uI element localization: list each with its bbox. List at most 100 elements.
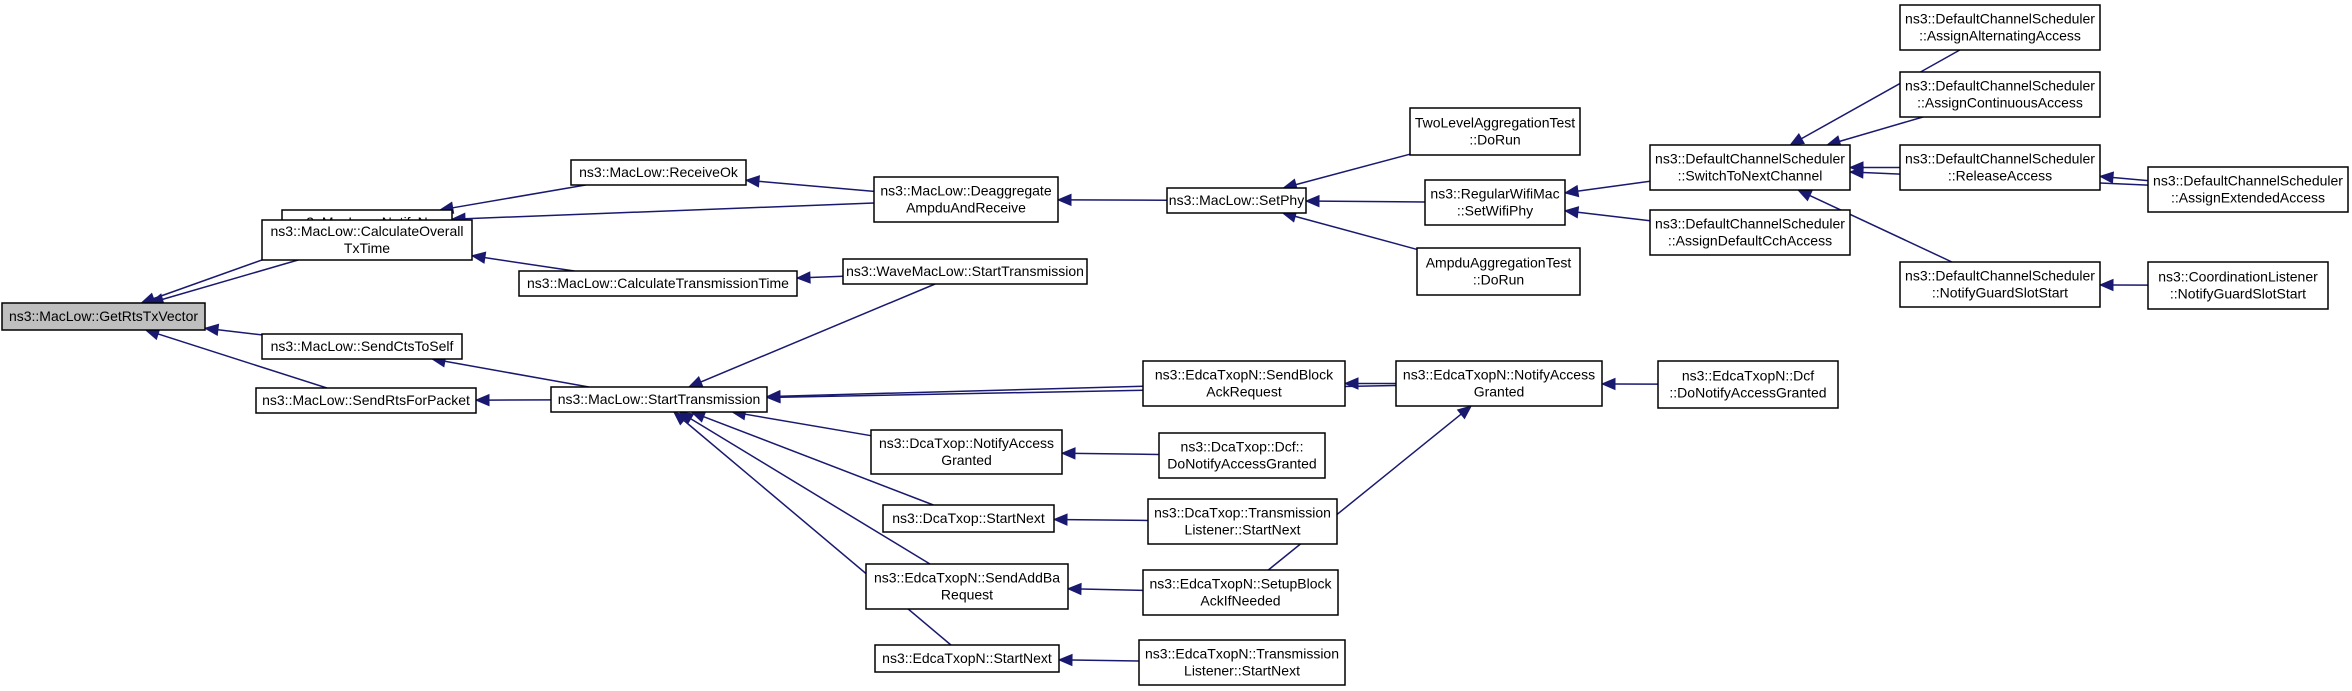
node-label: ns3::DcaTxop::Transmission xyxy=(1154,505,1331,521)
node-box xyxy=(1899,261,2101,308)
node-ns3-defaultchannelscheduler-releaseaccess[interactable]: ns3::DefaultChannelScheduler::ReleaseAcc… xyxy=(1899,144,2101,191)
node-box xyxy=(865,563,1069,610)
node-ns3-defaultchannelscheduler-assigncontinuousaccess[interactable]: ns3::DefaultChannelScheduler::AssignCont… xyxy=(1899,71,2101,118)
edge-line xyxy=(690,418,931,565)
node-ns3-maclow-calculatetransmissiontime[interactable]: ns3::MacLow::CalculateTransmissionTime xyxy=(518,270,798,297)
node-box xyxy=(1142,569,1339,616)
node-label: ns3::DefaultChannelScheduler xyxy=(1905,11,2095,27)
node-label: ::AssignDefaultCchAccess xyxy=(1668,233,1832,249)
node-ns3-wavemaclow-starttransmission[interactable]: ns3::WaveMacLow::StartTransmission xyxy=(842,258,1088,285)
node-twolevelaggregationtest-dorun[interactable]: TwoLevelAggregationTest::DoRun xyxy=(1409,107,1581,156)
edge-n7-to-n2 xyxy=(450,202,875,225)
node-label: ::AssignContinuousAccess xyxy=(1917,95,2083,111)
node-label: ns3::MacLow::Deaggregate xyxy=(880,183,1051,199)
arrowhead-icon xyxy=(1056,193,1072,207)
node-ns3-dcatxop-startnext[interactable]: ns3::DcaTxop::StartNext xyxy=(882,504,1055,533)
edge-n18-to-n15 xyxy=(1825,116,1924,148)
node-ns3-edcatxopn-startnext[interactable]: ns3::EdcaTxopN::StartNext xyxy=(874,644,1060,673)
node-label: Granted xyxy=(1474,384,1525,400)
node-ns3-dcatxop-transmissionlistener-startnext[interactable]: ns3::DcaTxop::TransmissionListener::Star… xyxy=(1147,498,1338,545)
edge-line xyxy=(779,385,1144,397)
edge-line xyxy=(758,180,875,193)
node-label: ns3::DefaultChannelScheduler xyxy=(1905,268,2095,284)
edge-n10-to-n5 xyxy=(474,393,552,407)
node-box xyxy=(1899,144,2101,191)
node-box xyxy=(550,386,768,413)
node-ns3-dcatxop-dcf-donotifyaccessgranted[interactable]: ns3::DcaTxop::Dcf::DoNotifyAccessGranted xyxy=(1158,432,1326,479)
node-box xyxy=(2147,261,2329,310)
node-label: Granted xyxy=(941,452,992,468)
node-box xyxy=(1138,639,1346,686)
arrowhead-icon xyxy=(1796,189,1813,202)
node-label: DoNotifyAccessGranted xyxy=(1167,456,1316,472)
node-box xyxy=(1166,187,1307,214)
node-box xyxy=(882,504,1055,533)
node-label: ns3::DefaultChannelScheduler xyxy=(1905,78,2095,94)
node-label: ns3::MacLow::ReceiveOk xyxy=(579,164,739,180)
node-ns3-defaultchannelscheduler-assignalternatingaccess[interactable]: ns3::DefaultChannelScheduler::AssignAlte… xyxy=(1899,4,2101,51)
node-label: ::NotifyGuardSlotStart xyxy=(2170,286,2306,302)
edge-line xyxy=(484,256,575,272)
node-label: ns3::DefaultChannelScheduler xyxy=(2153,173,2343,189)
arrowhead-icon xyxy=(765,389,781,403)
node-label: ns3::EdcaTxopN::SendAddBa xyxy=(874,570,1060,586)
node-label: ns3::RegularWifiMac xyxy=(1430,186,1559,202)
node-ns3-maclow-setphy[interactable]: ns3::MacLow::SetPhy xyxy=(1166,187,1307,214)
edge-line xyxy=(1809,194,1953,263)
arrowhead-icon xyxy=(1060,447,1076,460)
edge-line xyxy=(1839,116,1924,143)
arrowhead-icon xyxy=(1848,166,1864,179)
node-box xyxy=(1,302,206,331)
node-ns3-edcatxopn-notifyaccessgranted[interactable]: ns3::EdcaTxopN::NotifyAccessGranted xyxy=(1395,360,1603,407)
node-ns3-defaultchannelscheduler-notifyguardslotstart[interactable]: ns3::DefaultChannelScheduler::NotifyGuar… xyxy=(1899,261,2101,308)
node-label: AmpduAggregationTest xyxy=(1426,255,1572,271)
node-label: ns3::MacLow::SendRtsForPacket xyxy=(262,392,470,408)
edge-n11-to-n7 xyxy=(1056,193,1168,207)
node-ampduaggregationtest-dorun[interactable]: AmpduAggregationTest::DoRun xyxy=(1416,247,1581,296)
node-box xyxy=(1649,144,1851,191)
edge-n8-to-n3 xyxy=(470,251,575,272)
node-box xyxy=(261,333,463,360)
node-ns3-coordinationlistener-notifyguardslotstart[interactable]: ns3::CoordinationListener::NotifyGuardSl… xyxy=(2147,261,2329,310)
node-ns3-dcatxop-notifyaccessgranted[interactable]: ns3::DcaTxop::NotifyAccessGranted xyxy=(870,429,1063,475)
arrowhead-icon xyxy=(795,271,811,284)
node-box xyxy=(1657,360,1839,409)
arrowhead-icon xyxy=(1052,513,1068,526)
node-label: ns3::DcaTxop::NotifyAccess xyxy=(879,435,1054,451)
arrowhead-icon xyxy=(1563,206,1580,219)
node-ns3-maclow-starttransmission[interactable]: ns3::MacLow::StartTransmission xyxy=(550,386,768,413)
node-ns3-maclow-sendrtsforpacket[interactable]: ns3::MacLow::SendRtsForPacket xyxy=(255,387,477,414)
arrowhead-icon xyxy=(1563,184,1580,198)
node-box xyxy=(1142,360,1346,407)
node-ns3-edcatxopn-transmissionlistener-startnext[interactable]: ns3::EdcaTxopN::TransmissionListener::St… xyxy=(1138,639,1346,686)
node-ns3-maclow-getrtstxvector[interactable]: ns3::MacLow::GetRtsTxVector xyxy=(1,302,206,331)
arrowhead-icon xyxy=(1456,405,1473,420)
node-label: AckRequest xyxy=(1206,384,1282,400)
edge-n7-to-n6 xyxy=(744,175,875,193)
node-box xyxy=(1409,107,1581,156)
edge-n12-to-n11 xyxy=(1282,153,1411,191)
node-ns3-defaultchannelscheduler-switchtonextchannel[interactable]: ns3::DefaultChannelScheduler::SwitchToNe… xyxy=(1649,144,1851,191)
edge-line xyxy=(1801,49,1961,140)
edge-n5-to-n1 xyxy=(144,328,328,389)
node-box xyxy=(842,258,1088,285)
node-box xyxy=(518,270,798,297)
node-ns3-regularwifimac-setwifiphy[interactable]: ns3::RegularWifiMac::SetWifiPhy xyxy=(1424,179,1566,226)
edge-n9-to-n10 xyxy=(687,283,936,388)
edge-n14-to-n11 xyxy=(1281,210,1418,251)
arrowhead-icon xyxy=(2098,171,2114,184)
edge-n15-to-n13 xyxy=(1563,180,1651,198)
edge-n24-to-n23 xyxy=(1343,377,1396,390)
node-ns3-maclow-sendctstoself[interactable]: ns3::MacLow::SendCtsToSelf xyxy=(261,333,463,360)
node-ns3-edcatxopn-dcf-donotifyaccessgranted[interactable]: ns3::EdcaTxopN::Dcf::DoNotifyAccessGrant… xyxy=(1657,360,1839,409)
node-ns3-defaultchannelscheduler-assignextendedaccess[interactable]: ns3::DefaultChannelScheduler::AssignExte… xyxy=(2147,166,2349,213)
node-label: ns3::MacLow::StartTransmission xyxy=(558,391,761,407)
node-ns3-defaultchannelscheduler-assigndefaultcchaccess[interactable]: ns3::DefaultChannelScheduler::AssignDefa… xyxy=(1649,209,1851,256)
edge-n29-to-n28 xyxy=(1052,513,1149,526)
node-ns3-maclow-receiveok[interactable]: ns3::MacLow::ReceiveOk xyxy=(570,159,747,186)
